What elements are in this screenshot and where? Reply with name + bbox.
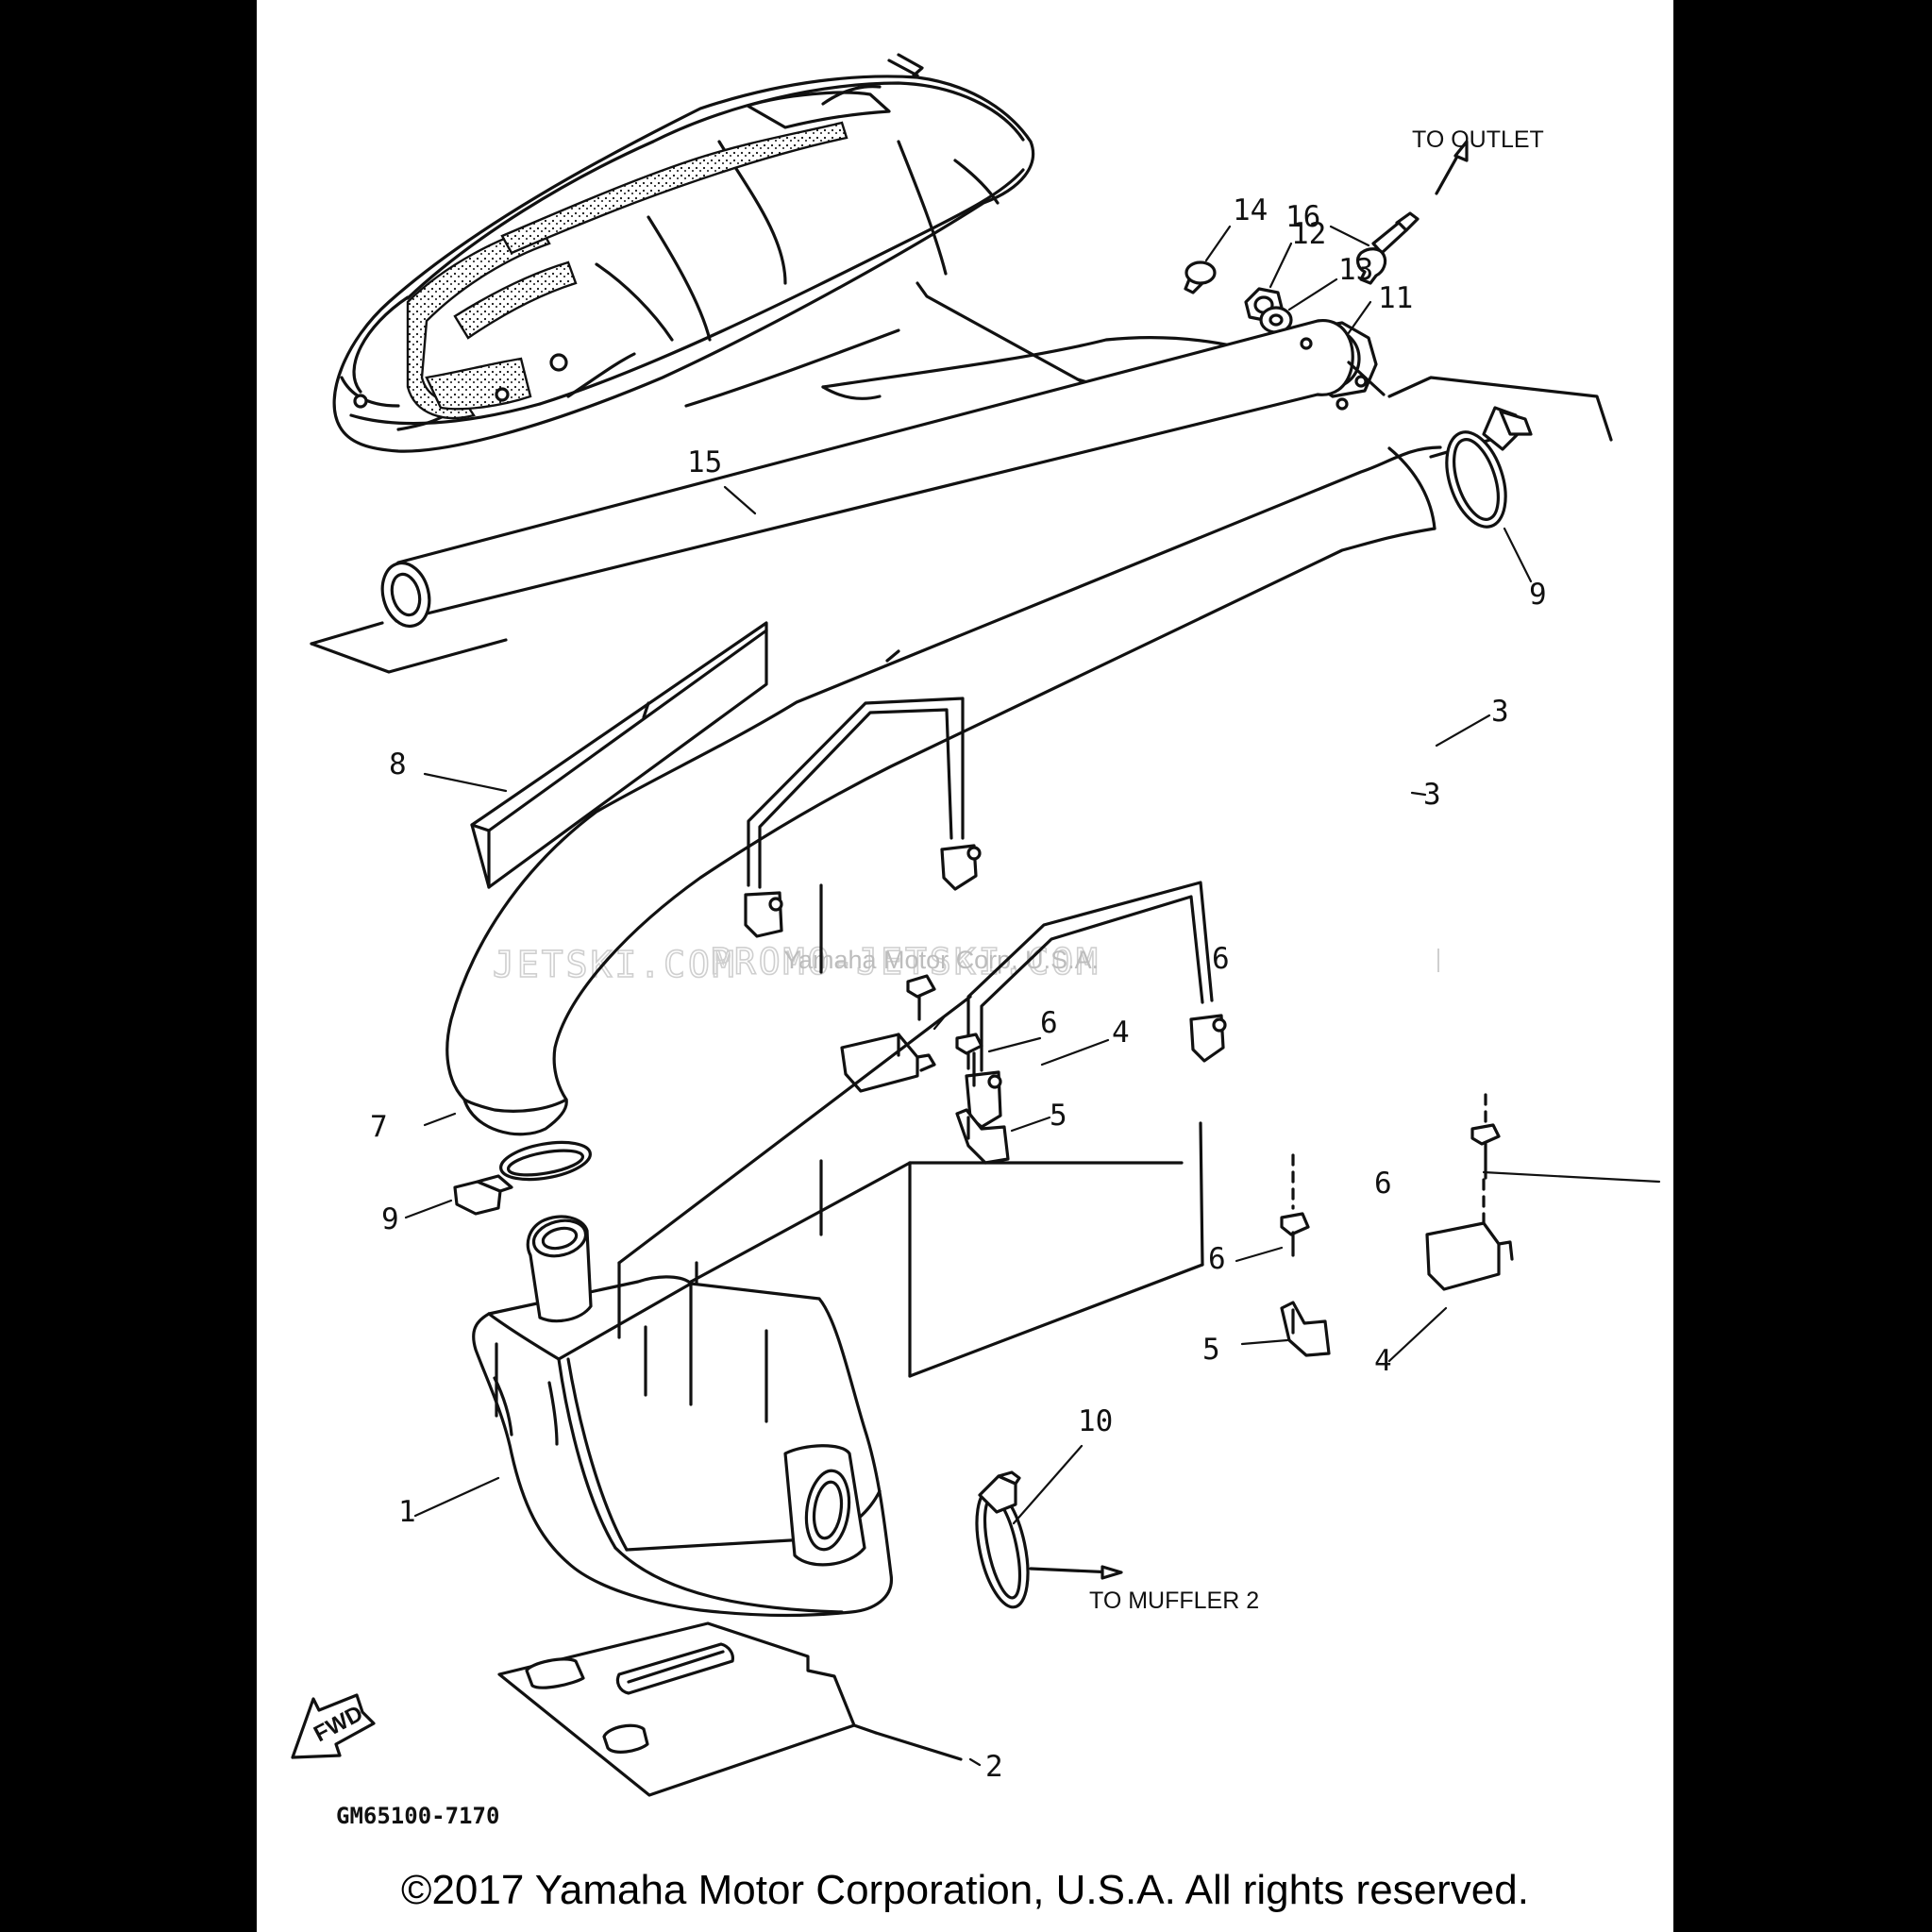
watermark-mid: Yamaha Motor Corp. U.S.A. <box>783 946 1099 974</box>
leader-lines <box>404 225 1661 1767</box>
drawing-code: GM65100-7170 <box>336 1803 499 1829</box>
callout-6-top: 6 <box>1212 942 1230 976</box>
callout-9-upper: 9 <box>1529 578 1547 612</box>
callout-4-upper: 4 <box>1112 1016 1130 1050</box>
copyright-notice: ©2017 Yamaha Motor Corporation, U.S.A. A… <box>401 1867 1529 1913</box>
assembly-guide-lines <box>617 883 1204 1406</box>
callout-1: 1 <box>398 1495 416 1529</box>
part-2-plate <box>497 1621 963 1797</box>
part-14-clamp <box>1184 260 1217 294</box>
callout-5-lower: 5 <box>1202 1333 1220 1367</box>
callout-9-lower: 9 <box>381 1202 399 1236</box>
callout-7: 7 <box>370 1110 388 1144</box>
to-outlet-label: TO OUTLET <box>1412 126 1544 153</box>
callout-13: 13 <box>1338 253 1373 287</box>
callout-3-upper: 3 <box>1491 695 1509 729</box>
part-4-cap-b <box>1425 1221 1514 1291</box>
part-8-strip <box>470 621 768 889</box>
exhaust-system-diagram: JETSKI.COM PROMO-JETSKI.COM Yamaha Motor… <box>291 53 1661 1829</box>
part-5-clip-b <box>1280 1301 1331 1357</box>
part-1-muffler <box>472 1215 893 1618</box>
watermark-left: JETSKI.COM <box>493 944 737 985</box>
watercraft-hull-drawing <box>332 53 1353 453</box>
callout-10: 10 <box>1078 1404 1113 1438</box>
callout-15: 15 <box>687 445 722 479</box>
watermark: JETSKI.COM PROMO-JETSKI.COM Yamaha Motor… <box>492 940 1439 986</box>
part-6-bolt-b <box>955 1033 983 1087</box>
part-9-clamp-upper <box>1445 406 1533 529</box>
fwd-arrow: FWD <box>291 1693 376 1759</box>
part-7-hose <box>445 445 1442 1136</box>
callout-8: 8 <box>389 748 407 781</box>
watermark-right: PROMO-JETSKI.COM <box>710 941 1100 983</box>
parts-diagram-sheet: JETSKI.COM PROMO-JETSKI.COM Yamaha Motor… <box>257 0 1673 1932</box>
part-4-cap-a <box>840 1033 936 1093</box>
part-15-pipe <box>310 319 1613 674</box>
part-9-clamp-lower <box>453 1140 592 1216</box>
callout-6-right: 6 <box>1374 1167 1392 1201</box>
callout-6-lower: 6 <box>1208 1242 1226 1276</box>
callout-numbers: 14 12 13 11 16 15 9 8 3 3 6 6 4 5 7 9 6 … <box>370 193 1547 1784</box>
part-10-clamp <box>975 1470 1123 1609</box>
callout-11: 11 <box>1378 281 1413 315</box>
to-muffler-label: TO MUFFLER 2 <box>1089 1588 1259 1614</box>
callout-4-lower: 4 <box>1374 1344 1392 1378</box>
part-3-bracket-lower <box>965 881 1227 1129</box>
part-16-outlet-fitting <box>1355 140 1469 285</box>
callout-14: 14 <box>1233 193 1268 227</box>
callout-6-left: 6 <box>1040 1006 1058 1040</box>
callout-16: 16 <box>1285 200 1320 234</box>
callout-2: 2 <box>985 1750 1003 1784</box>
part-3-bracket-upper <box>744 697 982 938</box>
hardware-4-5-6 <box>840 974 1514 1357</box>
part-6-bolt-c <box>1470 1123 1501 1180</box>
callout-5-upper: 5 <box>1050 1099 1067 1133</box>
part-6-bolt-d <box>1280 1212 1310 1257</box>
callout-12: 12 <box>1291 217 1326 251</box>
callout-3-lower: 3 <box>1423 778 1441 812</box>
part-5-clip-a <box>955 1108 1010 1165</box>
part-6-bolt-a <box>906 974 936 1021</box>
